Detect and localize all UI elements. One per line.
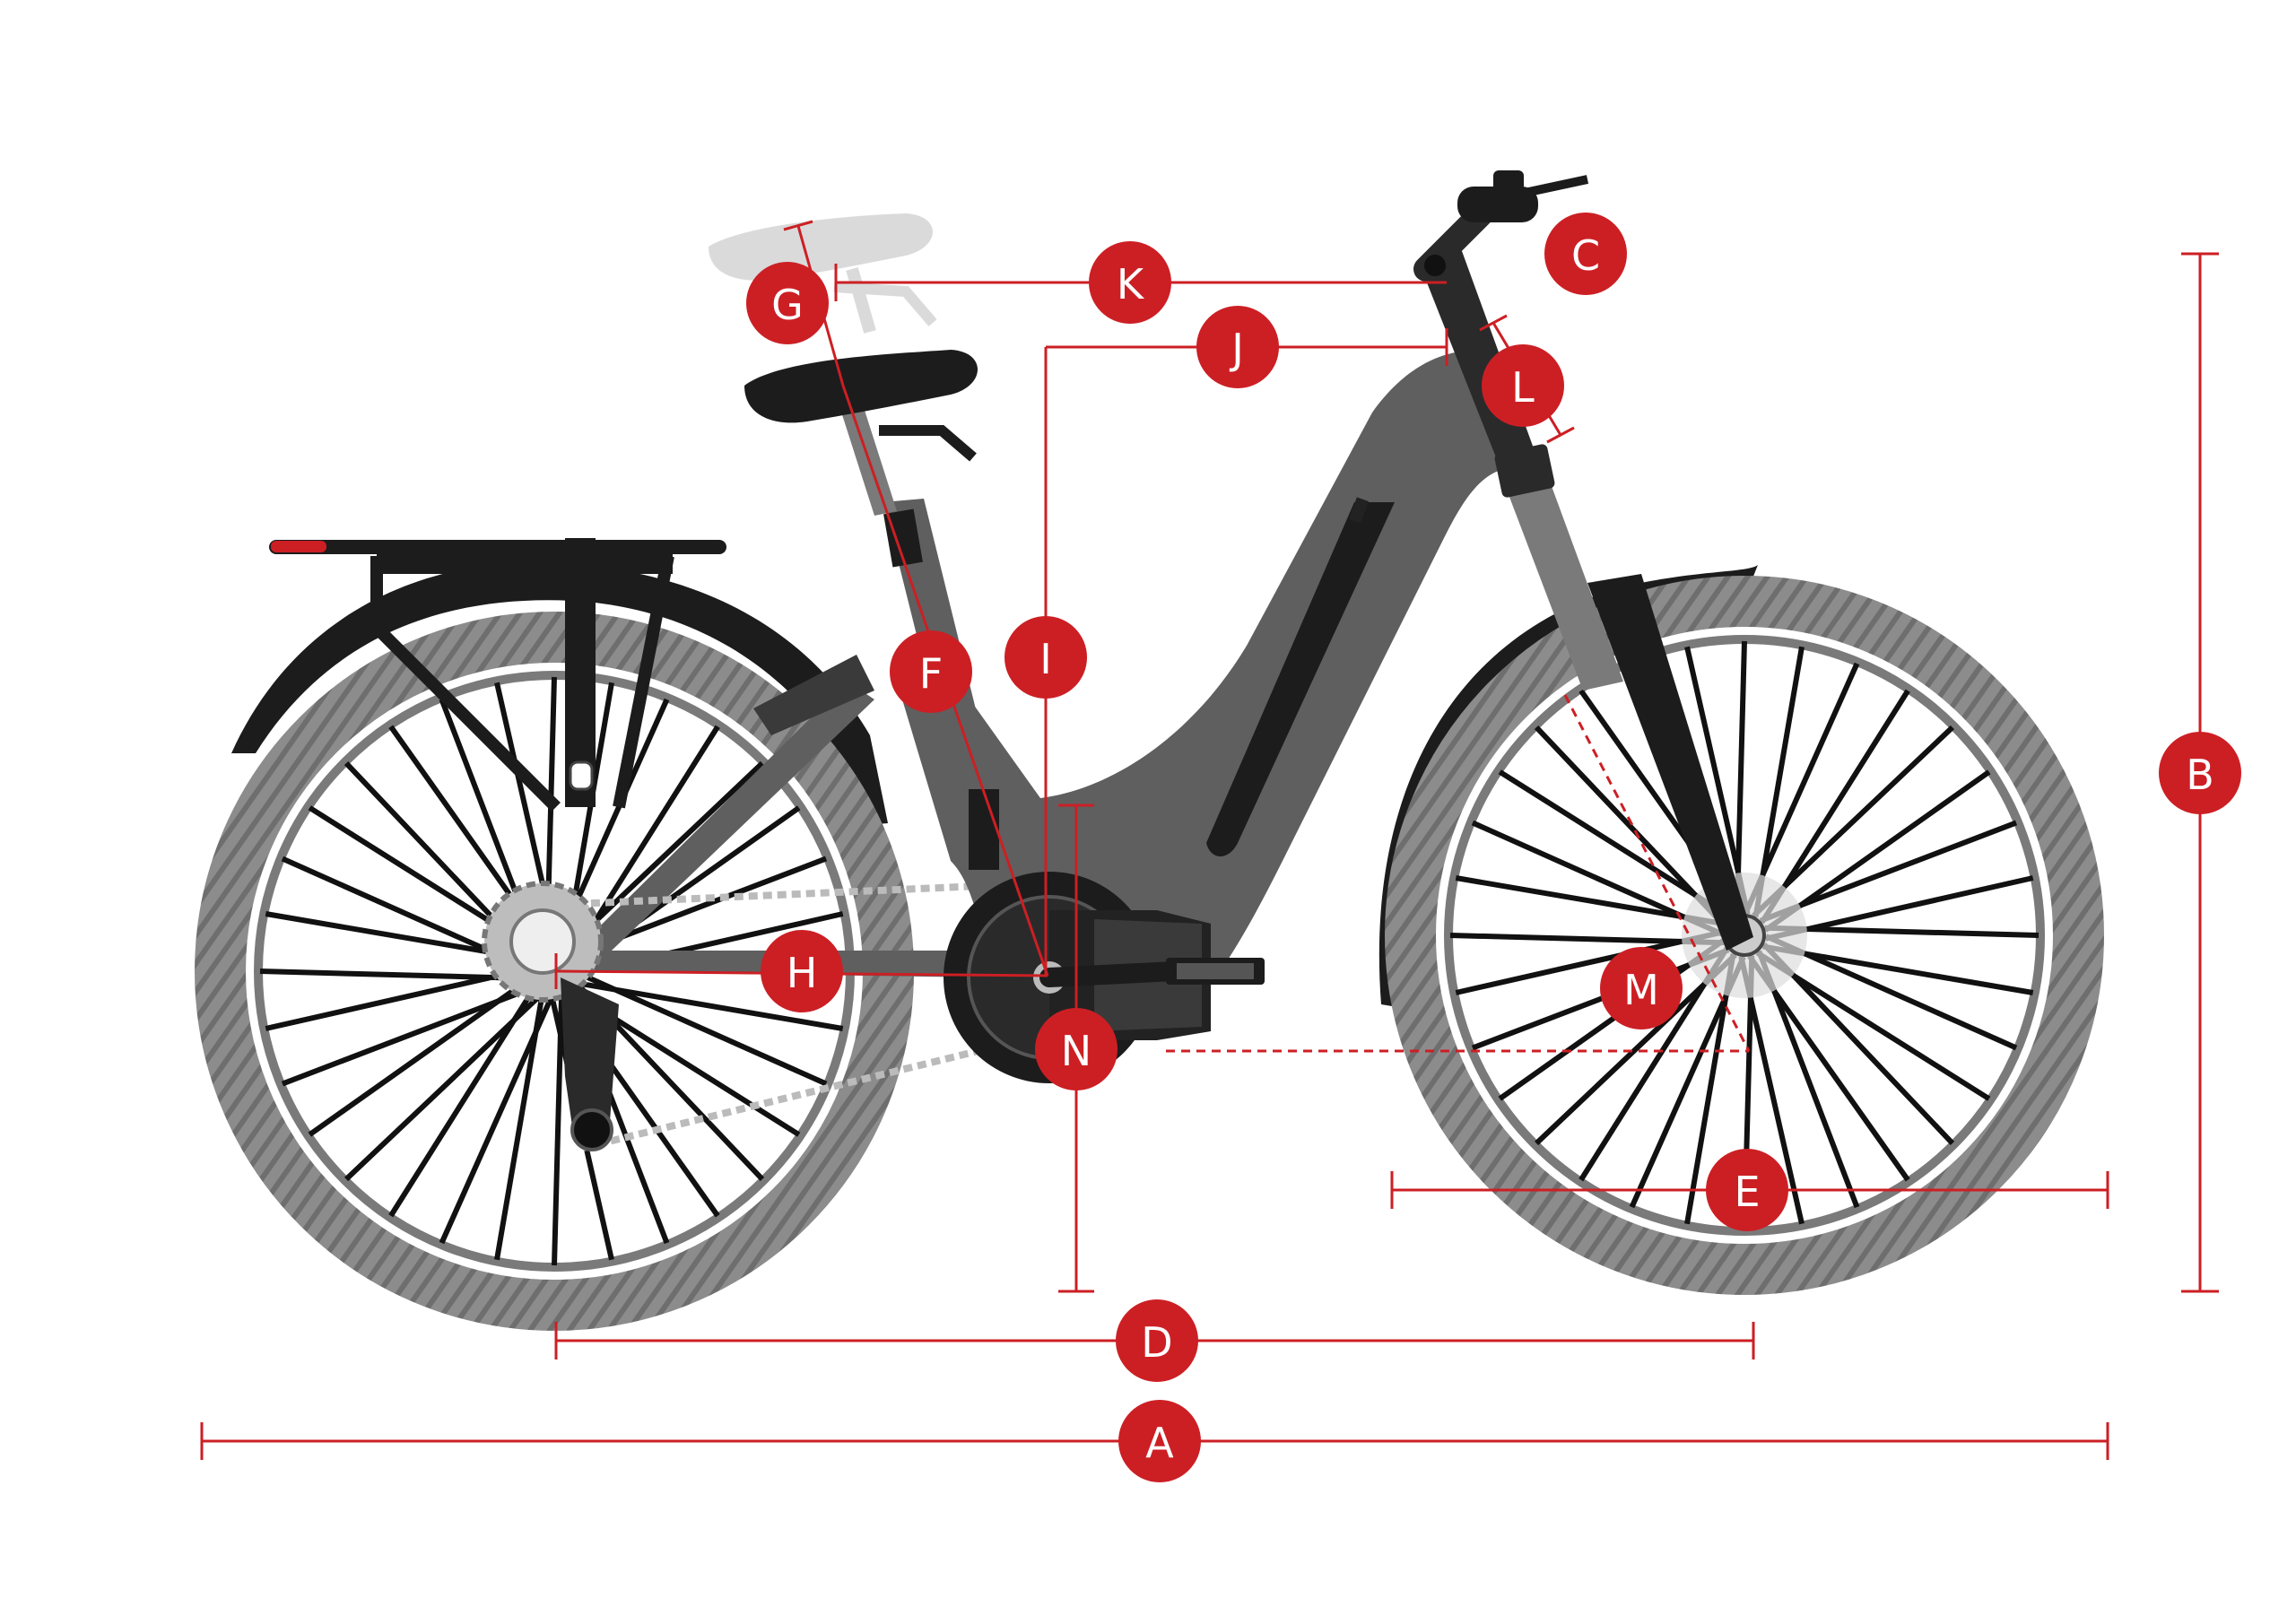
label-badge-text: C [1571,231,1600,280]
spoke [1534,725,1727,928]
fork [1587,574,1753,951]
label-badge-g: G [746,262,829,344]
spoke [1734,640,1747,916]
spoke [574,969,828,1087]
spoke [1629,955,1746,1209]
label-badge-text: K [1117,260,1145,308]
label-badge-circle [1035,1008,1118,1090]
label-badge-a: A [1118,1400,1201,1482]
label-badge-circle [1196,306,1279,388]
spoke [552,991,565,1266]
label-badge-text: M [1623,966,1659,1014]
ghost-saddle [709,213,937,334]
label-badge-j: J [1196,306,1279,388]
rear-triangle [554,655,987,986]
cassette [482,881,604,1003]
label-badge-circle [890,630,972,713]
spoke [1471,947,1730,1051]
label-badge-c: C [1544,213,1627,295]
spoke [1765,875,2034,942]
label-badge-h: H [761,930,843,1012]
label-badge-circle [1706,1149,1788,1231]
saddle [744,350,978,423]
label-badge-text: D [1141,1318,1172,1367]
bicycle-illustration [195,170,2104,1331]
rear-fender [231,562,888,825]
spoke [1535,952,1737,1146]
label-badge-text: G [771,281,804,329]
spoke [344,988,547,1182]
label-badge-circle [761,930,843,1012]
label-badge-circle [1116,1299,1198,1382]
label-badge-text: F [919,649,943,698]
spoke [1759,820,2018,924]
handlebar [1457,170,1589,222]
label-badge-e: E [1706,1149,1788,1231]
spoke [1743,662,1860,916]
spoke [1764,934,2018,1051]
label-badge-text: A [1145,1419,1174,1467]
spoke [1449,933,1725,946]
label-badge-circle [1482,344,1564,427]
spoke [1761,942,1955,1145]
label-badge-text: N [1061,1027,1091,1075]
label-badge-d: D [1116,1299,1198,1382]
head-tube [1498,462,1623,691]
label-badge-l: L [1482,344,1564,427]
label-badge-n: N [1035,1008,1118,1090]
derailleur [561,977,619,1151]
label-badge-text: L [1511,363,1535,412]
label-badge-circle [1118,1400,1201,1482]
label-badge-k: K [1089,241,1171,324]
label-badge-text: B [2186,751,2214,799]
label-badge-circle [2159,732,2241,814]
label-badge-b: B [2159,732,2241,814]
label-badge-circle [1004,616,1087,699]
label-badge-f: F [890,630,972,713]
label-badge-text: I [1039,635,1052,683]
rear-rack [269,538,726,812]
spoke [1471,820,1725,937]
spoke [1756,950,1860,1209]
spoke [1752,725,1954,918]
label-badge-text: H [787,949,818,997]
label-badge-text: J [1229,325,1244,373]
dimension-labels: A B C D E F G H I J K L M N [746,213,2241,1482]
spoke [259,969,535,982]
label-badge-i: I [1004,616,1087,699]
battery [1206,502,1395,856]
label-badge-m: M [1600,947,1683,1029]
spoke [439,991,556,1245]
label-badge-text: E [1734,1168,1760,1216]
label-badge-circle [1089,241,1171,324]
label-badge-circle [1600,947,1683,1029]
label-badge-circle [746,262,829,344]
spoke [281,983,540,1087]
chain [533,880,1041,1151]
label-badge-circle [1544,213,1627,295]
